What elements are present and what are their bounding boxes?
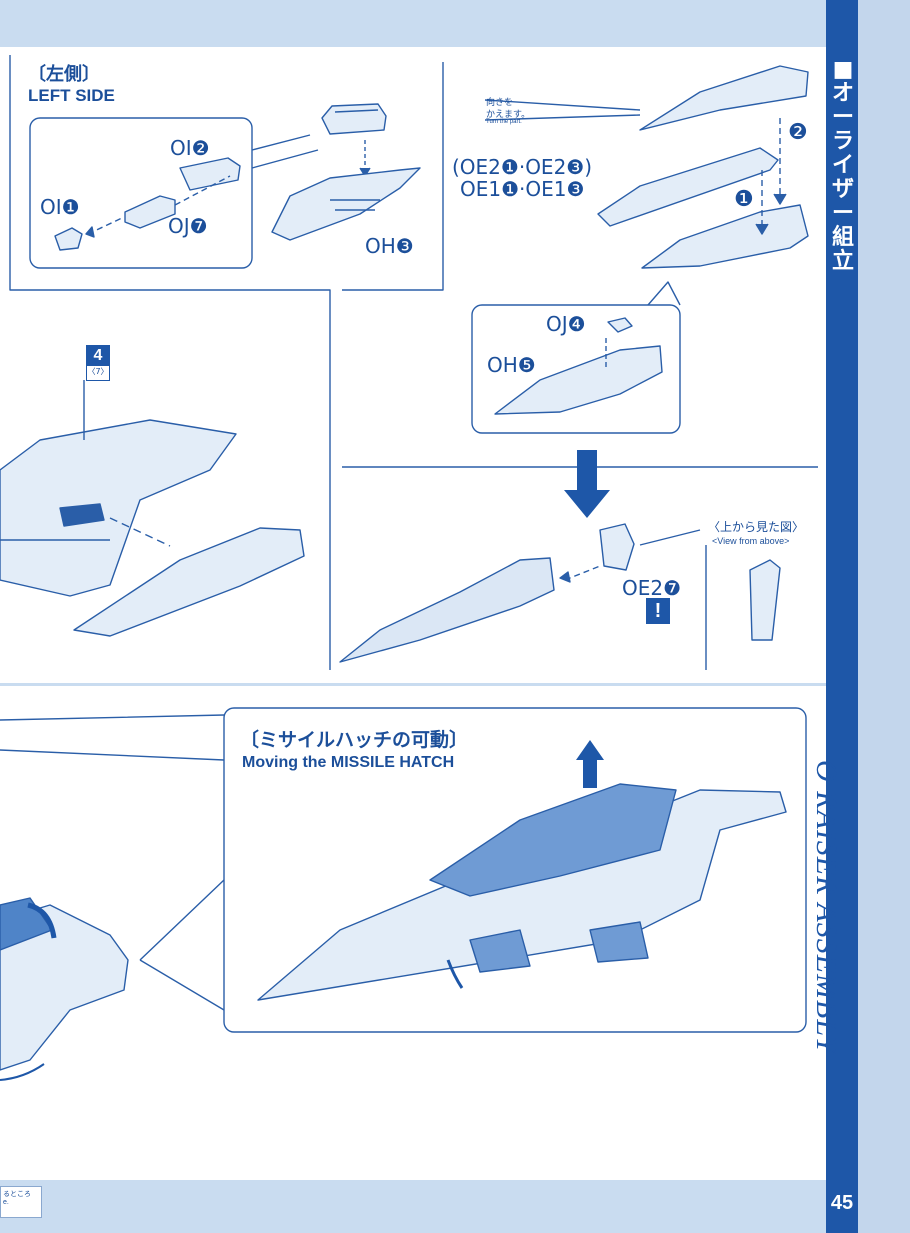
view-from-above-jp: 〈上から見た図〉	[708, 520, 805, 534]
missile-hatch-jp: 〔ミサイルハッチの可動〕	[240, 729, 469, 751]
turn-part-jp-2: かえます。	[486, 110, 531, 120]
oh5-callout	[647, 281, 681, 306]
oh5-detail-box	[471, 304, 681, 434]
left-side-detail-box	[29, 117, 253, 269]
part-oe-line2: OE1❶·OE1❸	[460, 177, 585, 201]
caution-mark: !	[646, 598, 670, 624]
sidebar-edge	[858, 0, 910, 1233]
ref-badge: 4 〈7〉	[86, 345, 110, 381]
top-panel	[0, 47, 826, 683]
up-arrow	[576, 740, 604, 788]
hatch-callout	[0, 714, 225, 1011]
left-side-frame	[9, 55, 331, 670]
page-number: 45	[830, 1192, 854, 1214]
footer-note: るところ e.	[0, 1186, 42, 1218]
left-side-jp: 〔左側〕	[28, 64, 100, 85]
section-sidebar	[826, 0, 858, 1233]
assembled-part	[339, 523, 781, 663]
footer-note-line2: e.	[3, 1199, 9, 1206]
oe-parts	[484, 65, 809, 269]
oh3-part	[271, 103, 421, 241]
down-arrow	[564, 450, 610, 518]
part-oi1: OI❶	[40, 195, 80, 219]
missile-hatch-box	[223, 707, 807, 1033]
left-side-en: LEFT SIDE	[28, 86, 115, 105]
part-oh3: OH❸	[365, 234, 414, 258]
footer-note-line1: るところ	[3, 1190, 31, 1198]
part-oh5: OH❺	[487, 353, 536, 377]
down-curve-arrow	[446, 959, 464, 989]
ref-badge-sub: 〈7〉	[87, 367, 109, 376]
missile-hatch-en: Moving the MISSILE HATCH	[242, 754, 455, 771]
callout-line	[251, 134, 319, 169]
part-oj7: OJ❼	[168, 214, 208, 238]
turn-part-jp-1: 向きを	[486, 98, 514, 108]
step-marker-1: ❶	[734, 187, 754, 212]
view-from-above-en: <View from above>	[712, 536, 790, 546]
assembly-illustrations	[0, 55, 818, 1081]
sidebar-jp-title: ■オーライザー組立	[831, 57, 854, 274]
divider-lines	[342, 62, 444, 291]
part-oe27: OE2❼	[622, 576, 682, 600]
ref-badge-number: 4	[87, 346, 109, 366]
left-craft-bottom	[0, 897, 129, 1081]
step-marker-2: ❷	[788, 120, 808, 145]
part-oe-line1: (OE2❶·OE2❸)	[452, 155, 593, 179]
part-oi2: OI❷	[170, 136, 210, 160]
oi-parts	[54, 157, 241, 251]
left-craft-top	[0, 380, 305, 637]
oh5-part	[494, 317, 663, 415]
turn-part-en: Turn the part.	[486, 119, 522, 125]
missile-hatch-craft	[257, 783, 787, 1001]
part-oj4: OJ❹	[546, 312, 586, 336]
